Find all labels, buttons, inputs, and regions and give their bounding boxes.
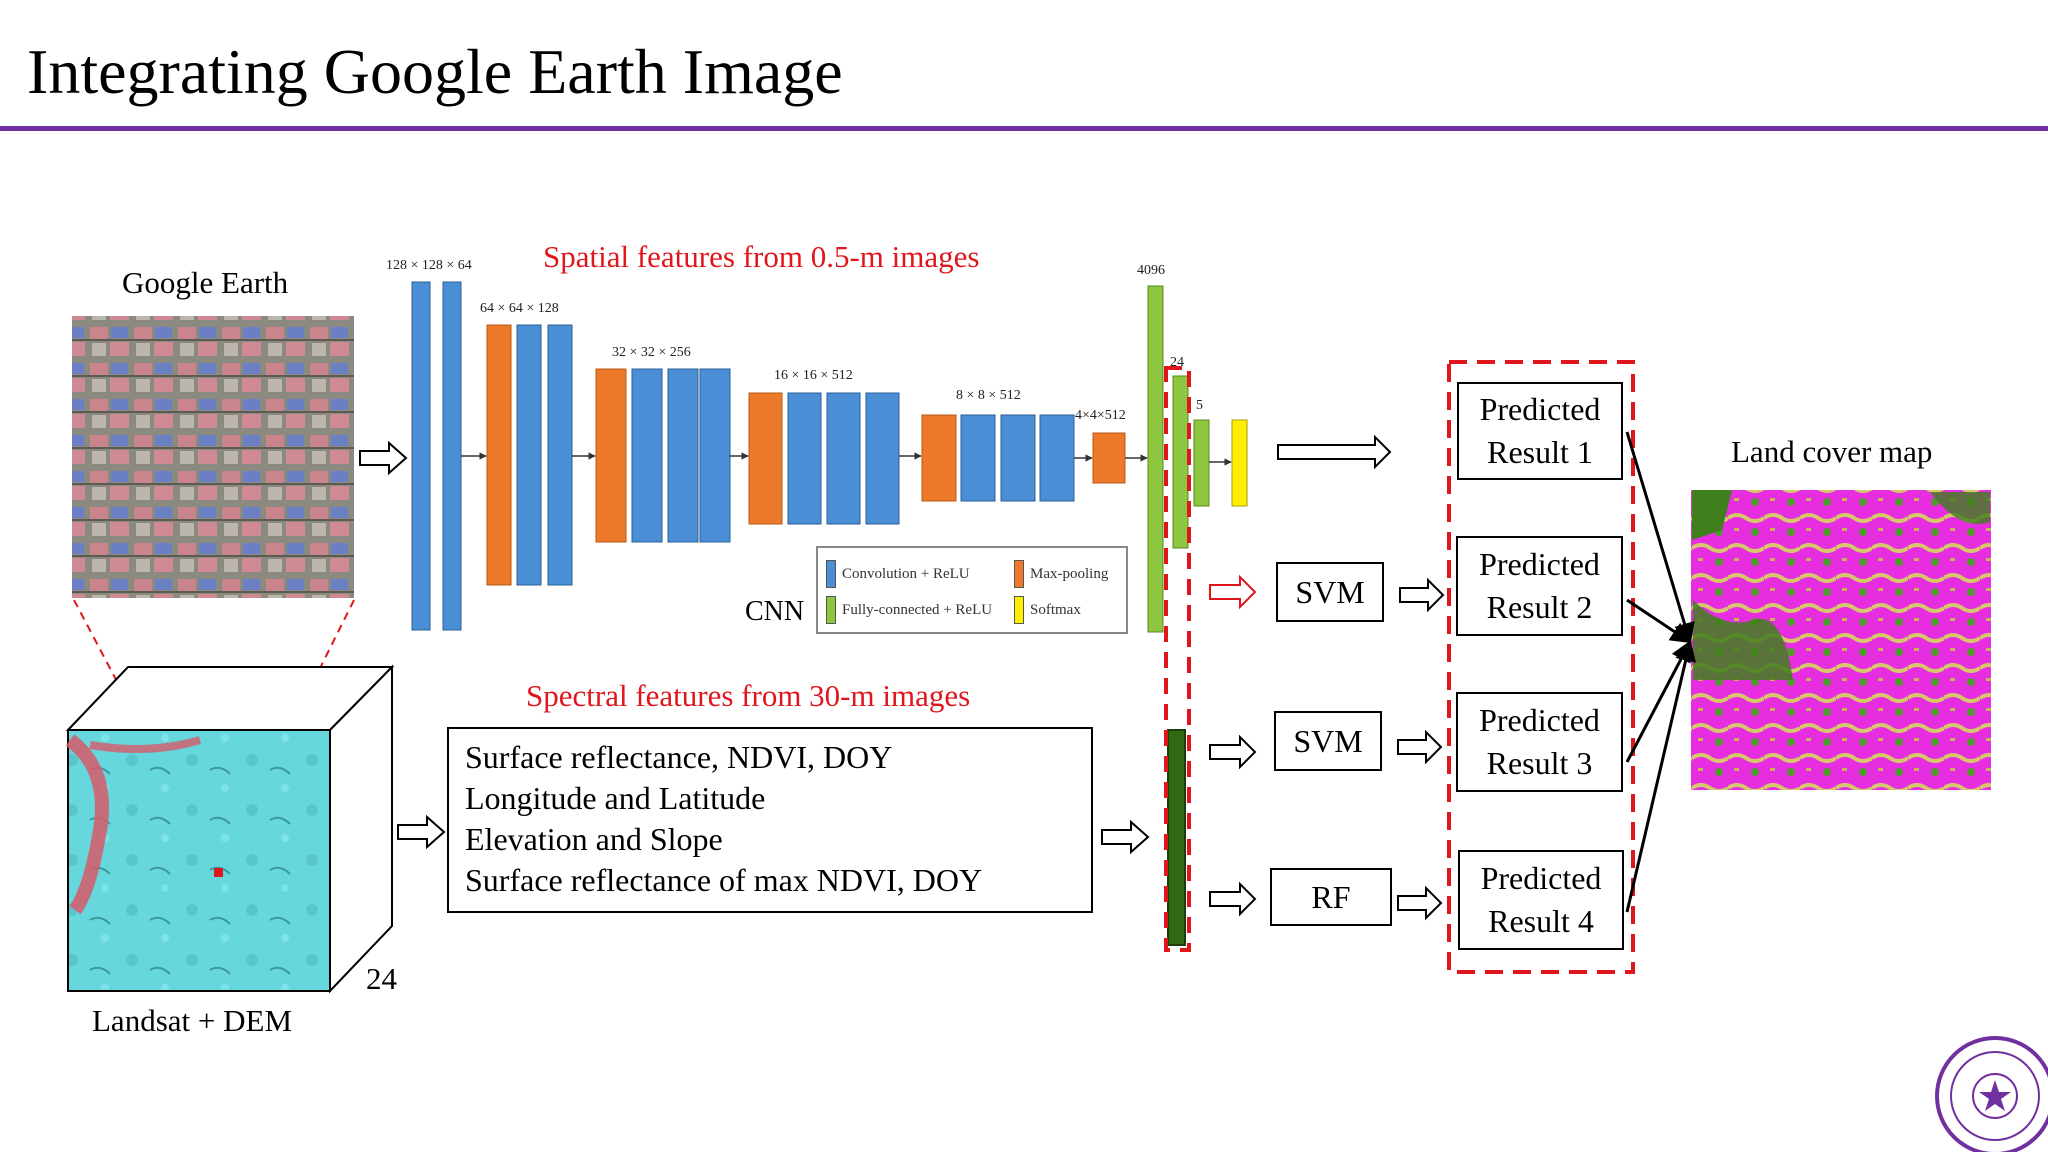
result-line: Predicted [1480, 860, 1602, 896]
legend-item-maxpool: Max-pooling [1014, 560, 1108, 588]
predicted-result-4: Predicted Result 4 [1458, 850, 1624, 950]
dim-label: 32 × 32 × 256 [612, 345, 691, 360]
feature-line: Longitude and Latitude [465, 780, 766, 816]
fc-dim-label: 24 [1170, 355, 1184, 370]
classifier-svm-1: SVM [1276, 562, 1384, 622]
legend-item-softmax: Softmax [1014, 596, 1081, 624]
legend-label: Fully-connected + ReLU [842, 601, 993, 618]
sample-point-marker [214, 868, 223, 877]
university-seal [1935, 1036, 2048, 1152]
red-hollow-arrow [1209, 574, 1257, 610]
predicted-result-2: Predicted Result 2 [1456, 536, 1623, 636]
result-line: Result 1 [1487, 434, 1593, 470]
predicted-result-1: Predicted Result 1 [1457, 382, 1623, 480]
predicted-result-3: Predicted Result 3 [1456, 692, 1623, 792]
result-line: Result 2 [1486, 589, 1593, 625]
legend-item-fc: Fully-connected + ReLU [826, 596, 992, 624]
fc-dim-label: 4096 [1137, 263, 1165, 278]
cnn-legend: Convolution + ReLU Max-pooling Fully-con… [816, 546, 1128, 634]
result-to-map-arrows [1625, 431, 1696, 913]
spectral-features-header: Spectral features from 30-m images [526, 678, 971, 713]
dim-label: 16 × 16 × 512 [774, 368, 853, 383]
result-line: Predicted [1479, 546, 1600, 582]
feature-line: Elevation and Slope [465, 821, 723, 857]
classifier-rf: RF [1270, 868, 1392, 926]
legend-swatch [1014, 560, 1024, 588]
dim-label: 128 × 128 × 64 [386, 258, 472, 273]
spectral-feature-bar [1167, 729, 1186, 946]
cube-depth-label: 24 [366, 961, 397, 996]
legend-swatch [826, 596, 836, 624]
google-earth-image [72, 316, 354, 598]
result-line: Predicted [1479, 702, 1600, 738]
spectral-feature-list: Surface reflectance, NDVI, DOY Longitude… [447, 727, 1093, 913]
legend-label: Max-pooling [1030, 565, 1109, 582]
dim-label: 4×4×512 [1075, 408, 1126, 423]
legend-item-conv: Convolution + ReLU [826, 560, 970, 588]
result-line: Result 4 [1488, 903, 1594, 939]
hollow-arrows [359, 434, 1445, 921]
landsat-image [67, 729, 331, 992]
legend-label: Convolution + ReLU [842, 565, 970, 582]
legend-swatch [826, 560, 836, 588]
feature-line: Surface reflectance, NDVI, DOY [465, 739, 893, 775]
land-cover-map-label: Land cover map [1731, 434, 1933, 469]
page-title: Integrating Google Earth Image [27, 36, 843, 107]
legend-swatch [1014, 596, 1024, 624]
fc-dim-label: 5 [1196, 398, 1203, 413]
google-earth-label: Google Earth [122, 265, 289, 300]
dim-label: 8 × 8 × 512 [956, 388, 1021, 403]
results-highlight-box [1447, 360, 1635, 974]
classifier-svm-2: SVM [1274, 711, 1382, 771]
feature-highlight-box [1164, 366, 1191, 952]
spatial-features-header: Spatial features from 0.5-m images [543, 239, 980, 274]
dim-label: 64 × 64 × 128 [480, 301, 559, 316]
feature-line: Surface reflectance of max NDVI, DOY [465, 862, 983, 898]
title-divider [0, 126, 2048, 131]
cnn-label: CNN [745, 596, 805, 627]
result-line: Result 3 [1486, 745, 1593, 781]
result-line: Predicted [1479, 391, 1601, 427]
landsat-dem-label: Landsat + DEM [92, 1003, 293, 1038]
legend-label: Softmax [1030, 601, 1081, 618]
